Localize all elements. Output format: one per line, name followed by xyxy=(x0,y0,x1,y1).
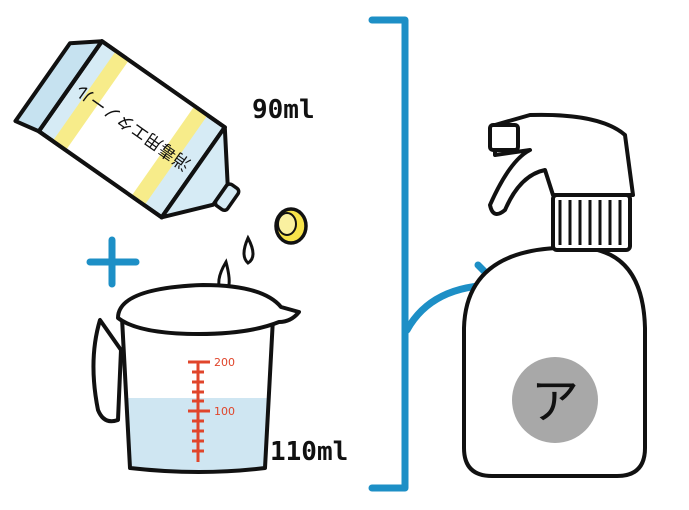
cup-scale xyxy=(188,360,210,462)
ethanol-carton: 消毒用エタノール xyxy=(13,39,241,220)
label-circle xyxy=(512,357,598,443)
scale-mark-100: 100 xyxy=(214,405,235,418)
scale-mark-200: 200 xyxy=(214,356,235,369)
bottle-cap xyxy=(274,207,308,245)
bracket-icon xyxy=(368,16,409,492)
plus-icon xyxy=(86,236,140,288)
bottle-label: ア xyxy=(531,374,579,430)
measuring-cup: 200 100 xyxy=(91,283,301,474)
ethanol-amount: 90ml xyxy=(252,95,315,125)
water-amount: 110ml xyxy=(270,437,348,467)
